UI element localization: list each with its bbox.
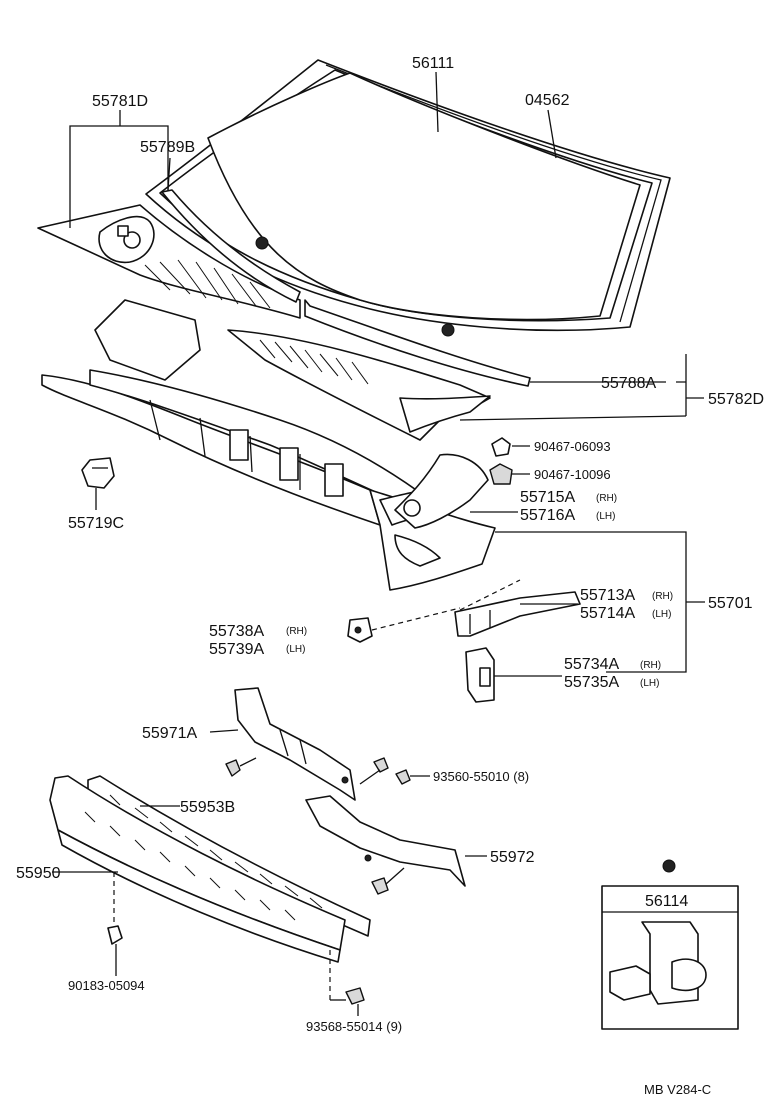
bracket-55738A — [347, 617, 373, 643]
clip-90183-05094 — [107, 925, 123, 945]
bracket-55713A — [454, 591, 581, 637]
label-55713A: 55713A — [580, 587, 635, 604]
brace-55972 — [305, 795, 466, 887]
label-55788A: 55788A — [601, 375, 656, 392]
label-55716A-lh: (LH) — [596, 511, 615, 522]
label-55738A: 55738A — [209, 623, 264, 640]
bolt-93560-a — [373, 757, 389, 773]
clip-90467-06093 — [491, 437, 511, 457]
leader-56111 — [435, 71, 439, 133]
label-90183-05094: 90183-05094 — [68, 978, 145, 993]
weatherstrip-55789B — [161, 189, 301, 303]
label-55789B: 55789B — [140, 139, 195, 156]
label-56111: 56111 — [412, 55, 454, 72]
label-55972: 55972 — [490, 849, 535, 866]
label-93560-55010: 93560-55010 (8) — [433, 769, 529, 784]
label-55782D: 55782D — [708, 391, 764, 408]
label-55738A-rh: (RH) — [286, 626, 307, 637]
label-55719C: 55719C — [68, 515, 124, 532]
bolt-93568 — [345, 987, 365, 1005]
label-55781D: 55781D — [92, 93, 148, 110]
label-55701: 55701 — [708, 595, 753, 612]
label-55735A-lh: (LH) — [640, 678, 659, 689]
brace-55971A — [234, 687, 356, 801]
clip-90467-10096 — [489, 463, 513, 485]
label-55953B: 55953B — [180, 799, 235, 816]
label-55734A: 55734A — [564, 656, 619, 673]
cowl-top-right — [227, 299, 531, 441]
label-55950: 55950 — [16, 865, 61, 882]
label-90467-10096: 90467-10096 — [534, 467, 611, 482]
louver-55950 — [49, 775, 346, 963]
bolt-93560-b — [395, 769, 411, 785]
inset-56114 — [601, 859, 739, 1030]
bracket-55781D — [69, 125, 169, 228]
label-55713A-rh: (RH) — [652, 591, 673, 602]
label-04562: 04562 — [525, 92, 570, 109]
leader-04562 — [547, 109, 557, 159]
footer-code: MB V284-C — [644, 1082, 711, 1097]
label-93568-55014: 93568-55014 (9) — [306, 1019, 402, 1034]
label-55714A-lh: (LH) — [652, 609, 671, 620]
label-55715A: 55715A — [520, 489, 575, 506]
label-55734A-rh: (RH) — [640, 660, 661, 671]
bracket-55719C — [81, 457, 115, 489]
label-55971A: 55971A — [142, 725, 197, 742]
bolt-left-55971A — [225, 759, 241, 777]
label-55739A: 55739A — [209, 641, 264, 658]
cowl-top-left — [37, 204, 301, 319]
windshield-glass — [145, 59, 671, 337]
bracket-55715A — [394, 453, 489, 529]
bolt-55972 — [371, 877, 389, 895]
label-55735A: 55735A — [564, 674, 619, 691]
label-55739A-lh: (LH) — [286, 644, 305, 655]
label-90467-06093: 90467-06093 — [534, 439, 611, 454]
bracket-55734A — [465, 647, 495, 703]
label-56114: 56114 — [645, 893, 688, 910]
label-55715A-rh: (RH) — [596, 493, 617, 504]
label-55714A: 55714A — [580, 605, 635, 622]
label-55716A: 55716A — [520, 507, 575, 524]
